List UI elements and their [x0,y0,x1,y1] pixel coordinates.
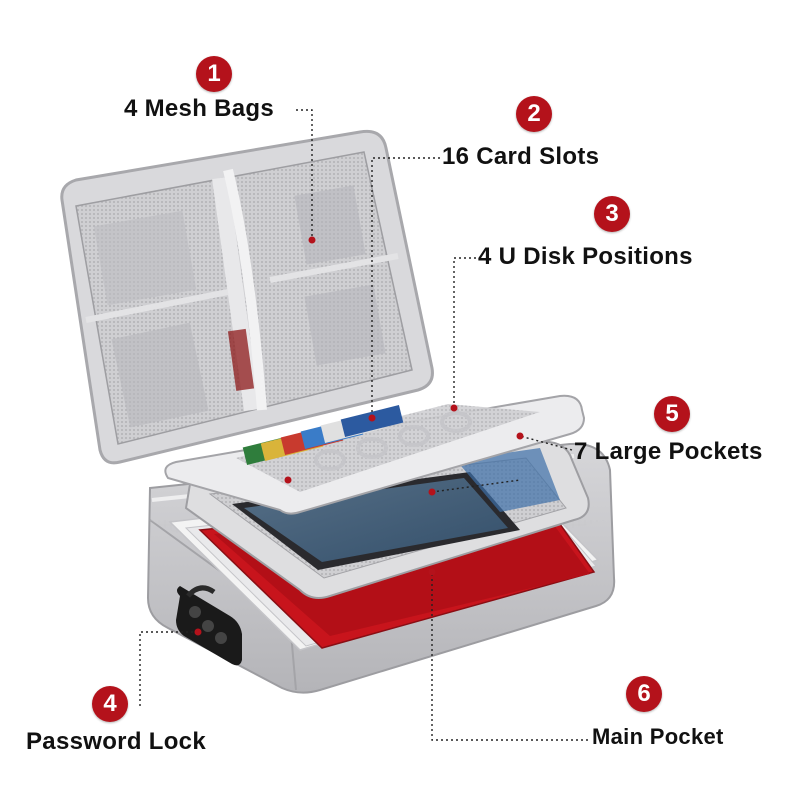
feature-1-badge: 1 [196,56,232,92]
feature-6-badge: 6 [626,676,662,712]
card-slot-tray [164,394,586,515]
feature-6-label: Main Pocket [592,724,724,749]
feature-3-label: 4 U Disk Positions [478,243,693,270]
feature-2-label: 16 Card Slots [442,143,600,170]
leader-lines [139,109,588,741]
feature-5-label: 7 Large Pockets [574,438,763,465]
feature-2-badge: 2 [516,96,552,132]
feature-3-badge: 3 [594,196,630,232]
feature-4-badge: 4 [92,686,128,722]
feature-5-badge: 5 [654,396,690,432]
feature-1-label: 4 Mesh Bags [124,95,275,122]
cards [242,405,404,465]
feature-4-label: Password Lock [26,728,206,755]
usb-holders [314,411,472,471]
case-lid [60,129,434,465]
leader-dots [194,236,524,636]
combination-lock-icon [176,585,242,666]
